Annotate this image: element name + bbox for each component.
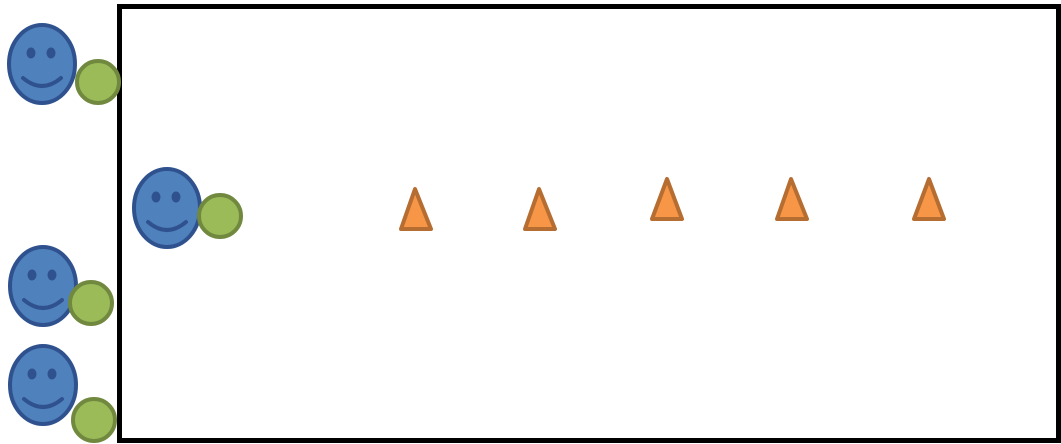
player-4 [10,346,115,441]
ball-icon [73,399,115,441]
cone-icon [777,179,807,219]
player-2 [134,169,241,247]
field-boundary [120,7,1059,441]
ball-icon [77,61,119,103]
cone-icon [525,189,555,229]
ball-icon [70,282,112,324]
cone-icon [401,189,431,229]
smiley-face-icon [134,169,200,247]
smiley-face-icon [10,247,76,325]
smiley-face-icon [9,25,75,103]
ball-icon [199,195,241,237]
player-1 [9,25,119,103]
player-3 [10,247,112,325]
smiley-face-icon [10,346,76,424]
cone-icon [914,179,944,219]
cone-icon [652,179,682,219]
